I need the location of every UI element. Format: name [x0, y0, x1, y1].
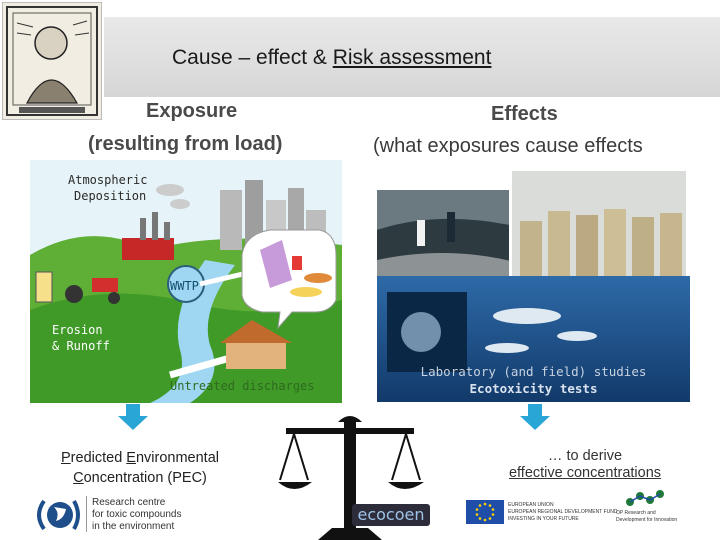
- deposition-label: Deposition: [74, 189, 147, 203]
- title-bar: [104, 17, 720, 97]
- exposure-subheading: (resulting from load): [88, 133, 283, 155]
- slide-title: Cause – effect & Risk assessment: [172, 46, 492, 69]
- untreated-discharges-label: Untreated discharges: [170, 379, 315, 393]
- effects-subheading: (what exposures cause effects: [373, 135, 643, 157]
- atmospheric-label: Atmospheric: [68, 173, 148, 187]
- op-research-icon: [626, 490, 664, 506]
- erosion-label: Erosion: [52, 323, 103, 337]
- aquatic-organisms-photo: [377, 276, 690, 402]
- runoff-label: & Runoff: [52, 339, 110, 353]
- derive-text: … to derive effective concentrations: [508, 448, 662, 481]
- woodcut-portrait: [2, 2, 102, 120]
- eu-flag-icon: [466, 500, 504, 524]
- lab-studies-caption: Laboratory (and field) studies: [420, 364, 647, 379]
- eu-text: EUROPEAN UNION EUROPEAN REGIONAL DEVELOP…: [508, 502, 618, 522]
- recetox-text: Research centre for toxic compounds in t…: [92, 497, 182, 532]
- exposure-heading: Exposure: [146, 100, 238, 122]
- recetox-divider: [86, 496, 87, 532]
- op-text: OP Research and Development for Innovati…: [616, 510, 678, 523]
- arrow-down-icon: [118, 404, 148, 430]
- laboratory-jars-photo: [509, 168, 689, 292]
- wwtp-label: WWTP: [170, 279, 199, 293]
- ecocoen-logo: ecocoen: [352, 504, 430, 526]
- ecotoxicity-caption: Ecotoxicity tests: [469, 381, 598, 396]
- effects-heading: Effects: [491, 103, 558, 125]
- recetox-globe-icon: [37, 499, 80, 531]
- exposure-scene-illustration: [30, 160, 342, 403]
- arrow-down-icon: [520, 404, 550, 430]
- pec-text: Predicted Environmental Concentration (P…: [61, 450, 219, 486]
